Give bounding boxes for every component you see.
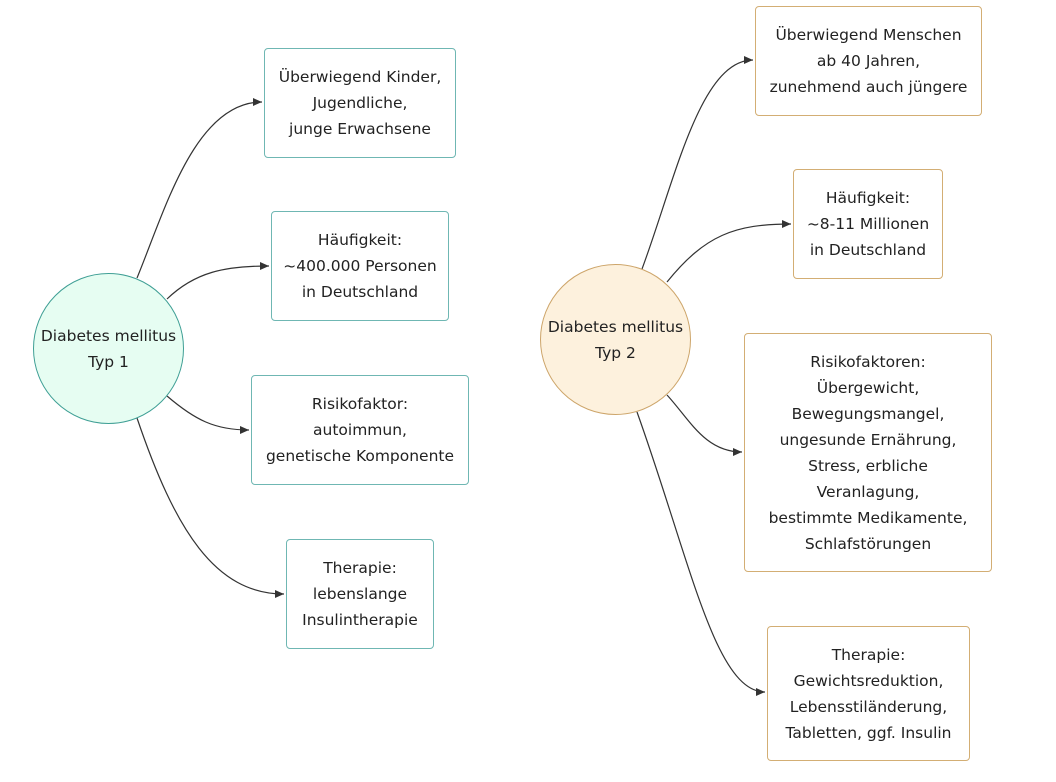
edge-type2-node1	[641, 56, 754, 270]
type1-node-frequency: Häufigkeit: ~400.000 Personen in Deutsch…	[271, 211, 449, 321]
edge-type1-node1	[136, 98, 263, 279]
edge-type2-node2	[666, 220, 792, 283]
edge-type1-node3	[166, 395, 250, 434]
type1-center-label: Diabetes mellitus Typ 1	[40, 326, 177, 371]
type1-node-age-label: Überwiegend Kinder, Jugendliche, junge E…	[278, 68, 442, 138]
type1-node-therapy-label: Therapie: lebenslange Insulintherapie	[302, 559, 418, 629]
type2-node-age-label: Überwiegend Menschen ab 40 Jahren, zuneh…	[769, 26, 968, 96]
type2-node-risk-label: Risikofaktoren: Übergewicht, Bewegungsma…	[768, 352, 968, 553]
edge-type1-node2	[166, 262, 270, 300]
type2-node-frequency: Häufigkeit: ~8-11 Millionen in Deutschla…	[793, 169, 943, 279]
type1-center-node: Diabetes mellitus Typ 1	[33, 273, 184, 424]
type2-node-risk: Risikofaktoren: Übergewicht, Bewegungsma…	[744, 333, 992, 572]
type1-node-therapy: Therapie: lebenslange Insulintherapie	[286, 539, 434, 649]
type2-center-label: Diabetes mellitus Typ 2	[547, 317, 684, 362]
type2-node-therapy: Therapie: Gewichtsreduktion, Lebensstilä…	[767, 626, 970, 761]
type1-node-risk: Risikofaktor: autoimmun, genetische Komp…	[251, 375, 469, 485]
type2-node-age: Überwiegend Menschen ab 40 Jahren, zuneh…	[755, 6, 982, 116]
type2-node-frequency-label: Häufigkeit: ~8-11 Millionen in Deutschla…	[806, 189, 930, 259]
type2-node-therapy-label: Therapie: Gewichtsreduktion, Lebensstilä…	[785, 645, 952, 742]
type1-node-age: Überwiegend Kinder, Jugendliche, junge E…	[264, 48, 456, 158]
type1-node-risk-label: Risikofaktor: autoimmun, genetische Komp…	[265, 395, 455, 465]
type1-node-frequency-label: Häufigkeit: ~400.000 Personen in Deutsch…	[283, 231, 437, 301]
type2-center-node: Diabetes mellitus Typ 2	[540, 264, 691, 415]
edge-type1-node4	[136, 417, 285, 598]
edge-type2-node4	[636, 411, 766, 696]
edge-type2-node3	[666, 394, 743, 456]
